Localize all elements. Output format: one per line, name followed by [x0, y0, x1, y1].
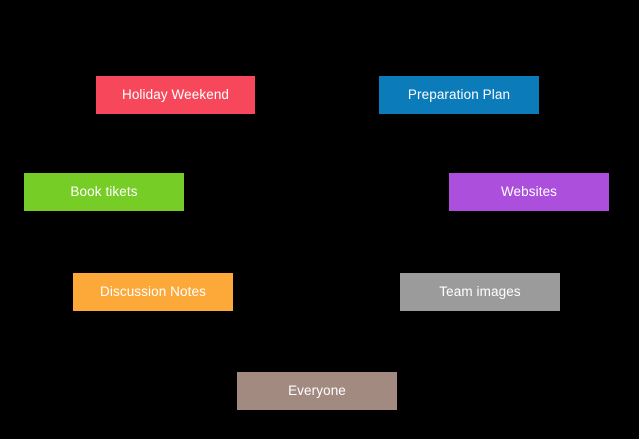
node-holiday-weekend[interactable]: Holiday Weekend: [96, 76, 255, 114]
node-label-holiday-weekend: Holiday Weekend: [121, 87, 230, 103]
node-label-preparation-plan: Preparation Plan: [407, 87, 511, 103]
node-label-discussion-notes: Discussion Notes: [100, 284, 206, 300]
node-discussion-notes[interactable]: Discussion Notes: [73, 273, 233, 311]
node-label-book-tikets: Book tikets: [70, 184, 138, 200]
node-label-websites: Websites: [500, 184, 558, 200]
node-team-images[interactable]: Team images: [400, 273, 560, 311]
node-websites[interactable]: Websites: [449, 173, 609, 211]
node-book-tikets[interactable]: Book tikets: [24, 173, 184, 211]
node-label-team-images: Team images: [439, 284, 521, 300]
node-label-everyone: Everyone: [288, 383, 346, 399]
node-everyone[interactable]: Everyone: [237, 372, 397, 410]
node-preparation-plan[interactable]: Preparation Plan: [379, 76, 539, 114]
